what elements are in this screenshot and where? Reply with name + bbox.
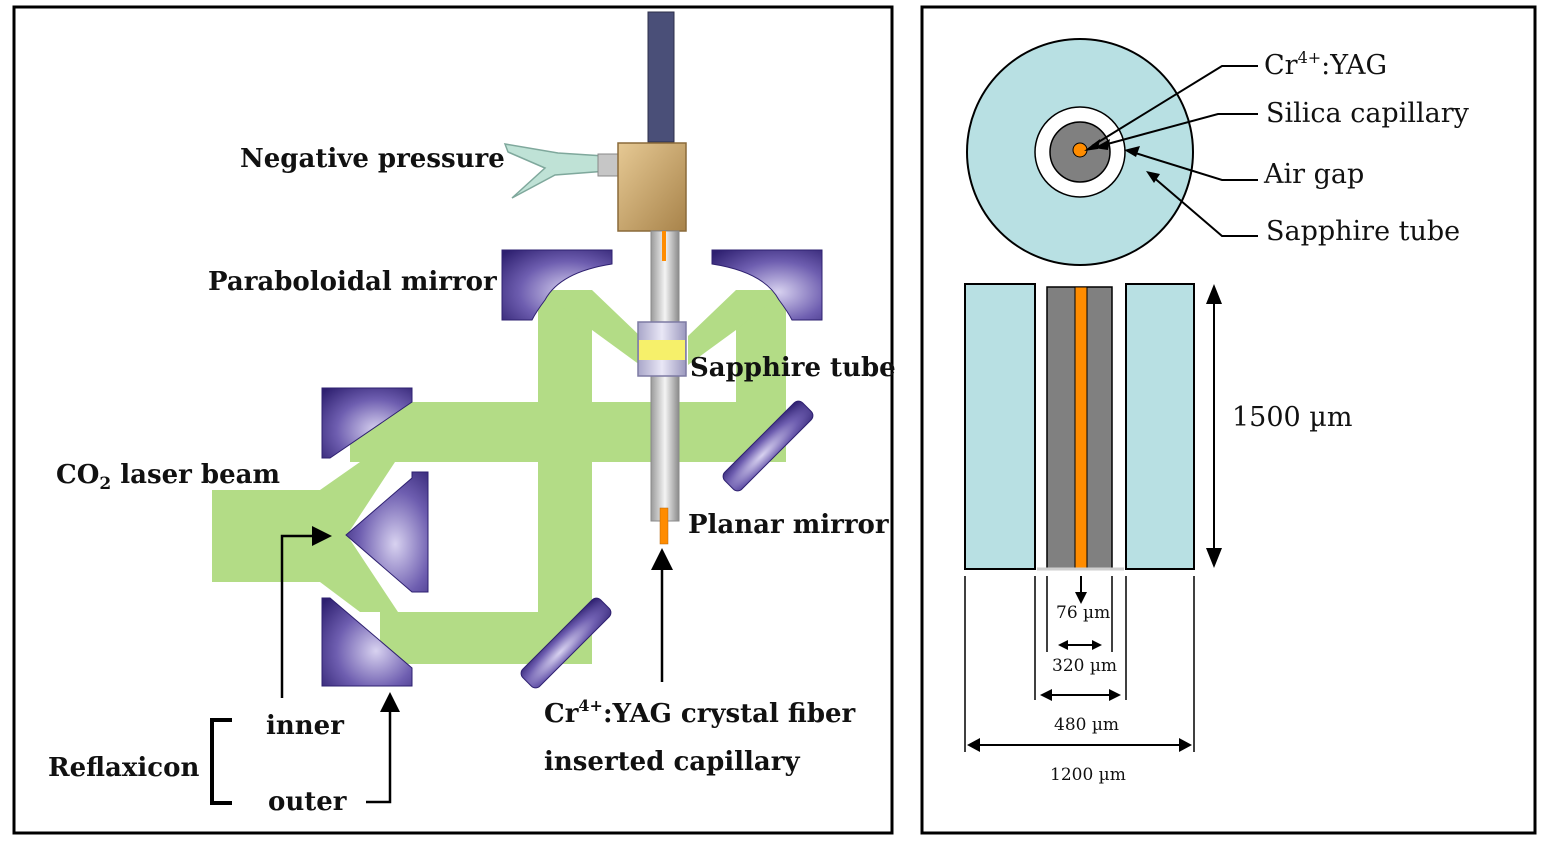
label-dim-1200: 1200 µm — [1050, 765, 1126, 785]
label-silica-capillary: Silica capillary — [1266, 98, 1470, 129]
label-negative-pressure: Negative pressure — [240, 144, 505, 174]
paraboloidal-mirror-left — [501, 249, 613, 321]
sapphire-wall-left — [964, 283, 1036, 570]
dim-1200-head-right — [1179, 738, 1192, 752]
label-paraboloidal-mirror: Paraboloidal mirror — [208, 267, 497, 297]
label-planar-mirror: Planar mirror — [688, 510, 889, 540]
arrow-fiber-head — [651, 548, 673, 570]
label-reflaxicon: Reflaxicon — [48, 753, 199, 783]
label-length: 1500 µm — [1232, 402, 1352, 433]
label-air-gap: Air gap — [1263, 159, 1364, 190]
cross-section — [966, 38, 1194, 266]
leader-head-airgap — [1124, 146, 1140, 157]
label-sapphire-tube: Sapphire tube — [690, 353, 896, 383]
arrow-inner-head — [312, 526, 332, 546]
paraboloidal-mirror-right — [711, 249, 823, 321]
label-dim-76: 76 µm — [1056, 603, 1110, 623]
label-co2-laser-beam: CO2 laser beam — [56, 460, 280, 494]
dim-76-head — [1075, 592, 1087, 604]
dim-480-head-right — [1109, 689, 1121, 701]
label-dim-320: 320 µm — [1052, 656, 1117, 676]
label-dim-480: 480 µm — [1054, 715, 1119, 735]
crystal-fiber-bottom — [659, 507, 669, 545]
dim-320-head-right — [1092, 640, 1102, 650]
reflaxicon-inner-cone — [345, 471, 429, 593]
left-panel: Negative pressure Paraboloidal mirror Sa… — [12, 5, 896, 835]
turning-mirror-upper-left — [321, 387, 413, 459]
label-fiber-line2: inserted capillary — [544, 747, 800, 777]
arrow-outer — [366, 706, 392, 804]
support-rod — [647, 11, 675, 143]
label-outer: outer — [268, 787, 347, 817]
right-panel: Cr4+:YAG Silica capillary Air gap Sapphi… — [920, 5, 1537, 835]
laser-beam-path — [212, 290, 786, 664]
dim-480-head-left — [1040, 689, 1052, 701]
planar-mirror-upper — [722, 400, 814, 492]
leader-head-sapphire — [1146, 171, 1160, 183]
leader-lines — [1091, 65, 1258, 237]
planar-mirror-lower — [520, 597, 612, 689]
crystal-fiber-top — [662, 231, 666, 261]
reflaxicon-outer — [321, 597, 413, 687]
dim-length-head-bottom — [1206, 548, 1222, 568]
label-cr-yag: Cr4+:YAG — [1264, 48, 1387, 81]
reflaxicon-bracket — [210, 718, 232, 805]
label-sapphire-tube-right: Sapphire tube — [1266, 216, 1460, 247]
yag-core-long — [1074, 286, 1088, 570]
sapphire-tube-ring — [637, 321, 687, 377]
negative-pressure-nozzle — [503, 143, 629, 199]
right-panel-frame — [920, 5, 1537, 835]
sapphire-wall-right — [1125, 283, 1195, 570]
left-panel-frame — [12, 5, 894, 835]
arrow-outer-head — [380, 692, 400, 712]
arrow-inner — [280, 534, 318, 698]
dim-length-head-top — [1206, 284, 1222, 304]
dim-320-head-left — [1058, 640, 1068, 650]
dim-1200-head-left — [967, 738, 980, 752]
label-fiber-line1: Cr4+:YAG crystal fiber — [544, 696, 856, 729]
yag-core-section — [1072, 142, 1088, 158]
capillary-holder — [617, 142, 687, 232]
label-inner: inner — [266, 711, 344, 741]
extension-lines — [964, 576, 1195, 752]
leader-head-silica — [1094, 139, 1110, 150]
longitudinal-section — [964, 283, 1195, 571]
